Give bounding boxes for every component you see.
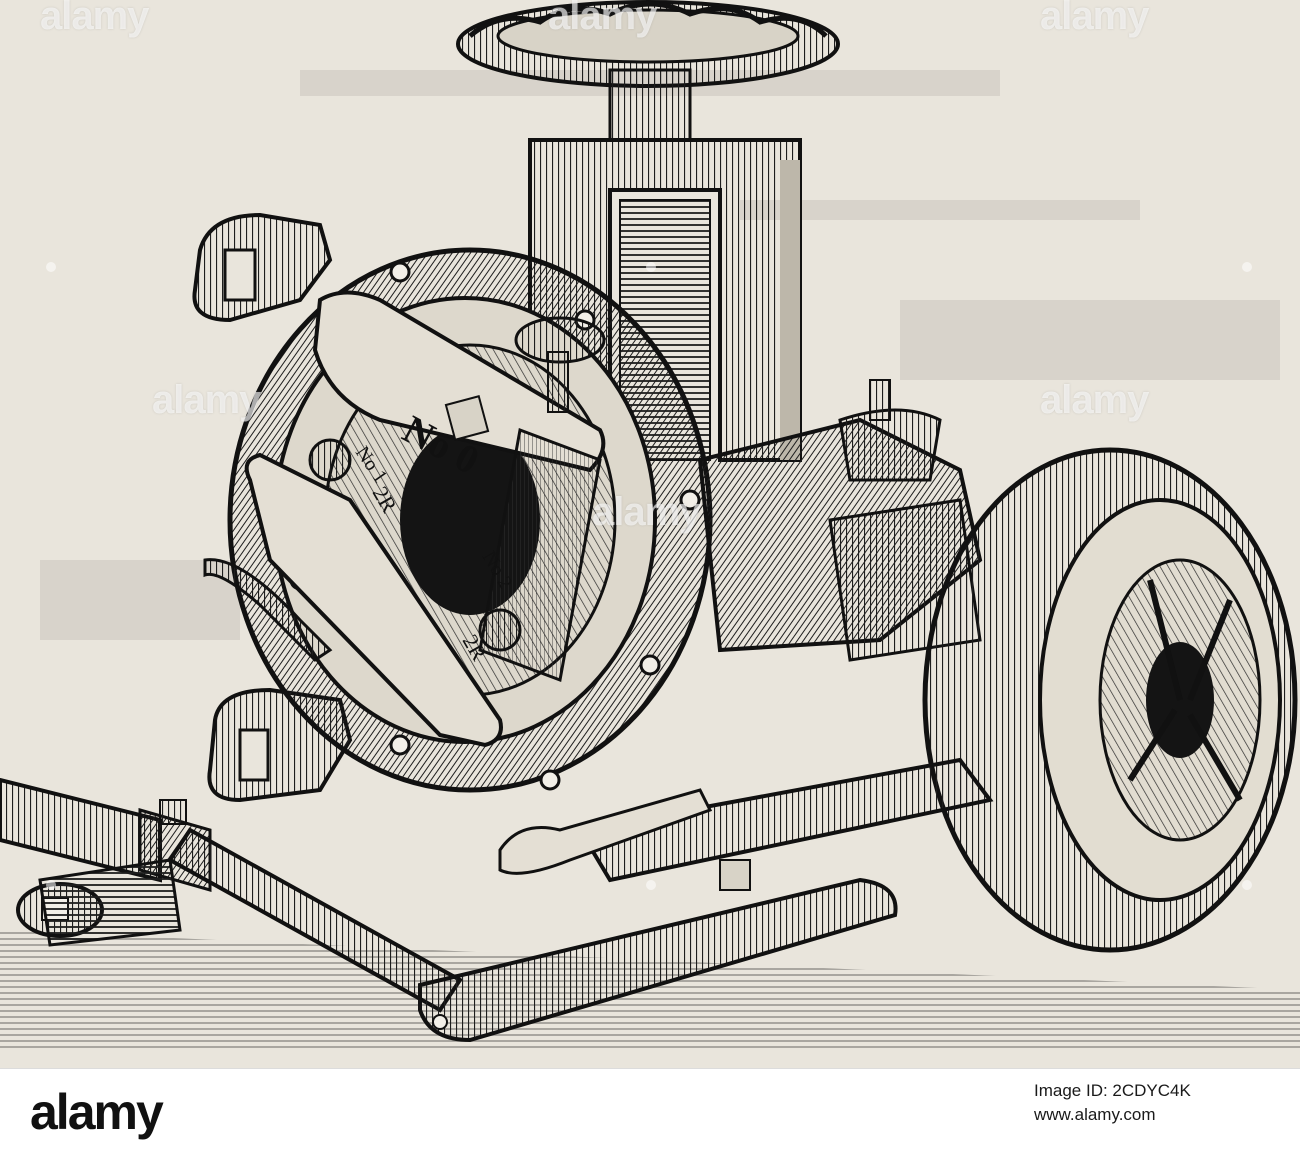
socket-wrench bbox=[0, 777, 898, 1043]
engraving-illustration: No 0 No 1 2R No 2 2R alamy alamy alamy a… bbox=[0, 0, 1300, 1068]
pipe-threading-machine-engraving bbox=[0, 0, 1300, 1050]
watermark-alamy: alamy bbox=[548, 0, 657, 38]
right-jaw-size: 2R bbox=[458, 630, 493, 665]
watermark-alamy: alamy bbox=[40, 0, 149, 38]
left-jaw-size: 2R bbox=[368, 482, 403, 517]
hand-wheel bbox=[456, 0, 840, 142]
adjusting-knob bbox=[514, 316, 606, 413]
base-lever bbox=[498, 757, 994, 891]
right-jaw-label: No 2 bbox=[478, 548, 517, 593]
die-markings: No 0 No 1 2R No 2 2R bbox=[351, 406, 517, 665]
watermark-dot bbox=[46, 262, 56, 272]
left-jaw-label: No 1 bbox=[351, 442, 392, 487]
image-info: Image ID: 2CDYC4K www.alamy.com bbox=[1028, 1081, 1278, 1125]
stock-banner: alamy Image ID: 2CDYC4K www.alamy.com bbox=[0, 1068, 1300, 1158]
watermark-alamy: alamy bbox=[1040, 378, 1149, 422]
belt-pulley bbox=[922, 447, 1298, 953]
release-lever bbox=[203, 558, 333, 662]
watermark-dot bbox=[646, 880, 656, 890]
watermark-dot bbox=[46, 880, 56, 890]
watermark-alamy: alamy bbox=[152, 378, 261, 422]
die-holder-plate bbox=[244, 290, 606, 748]
watermark-dot bbox=[1242, 880, 1252, 890]
watermark-dot bbox=[1242, 262, 1252, 272]
spindle-housing bbox=[697, 379, 983, 662]
badge-number: No 0 bbox=[396, 406, 487, 483]
site-link[interactable]: www.alamy.com bbox=[1034, 1105, 1156, 1124]
image-id: Image ID: 2CDYC4K bbox=[1034, 1081, 1191, 1100]
watermark-alamy: alamy bbox=[1040, 0, 1149, 38]
watermark-alamy: alamy bbox=[592, 490, 701, 534]
watermark-dot bbox=[646, 262, 656, 272]
alamy-logo[interactable]: alamy bbox=[30, 1084, 164, 1140]
